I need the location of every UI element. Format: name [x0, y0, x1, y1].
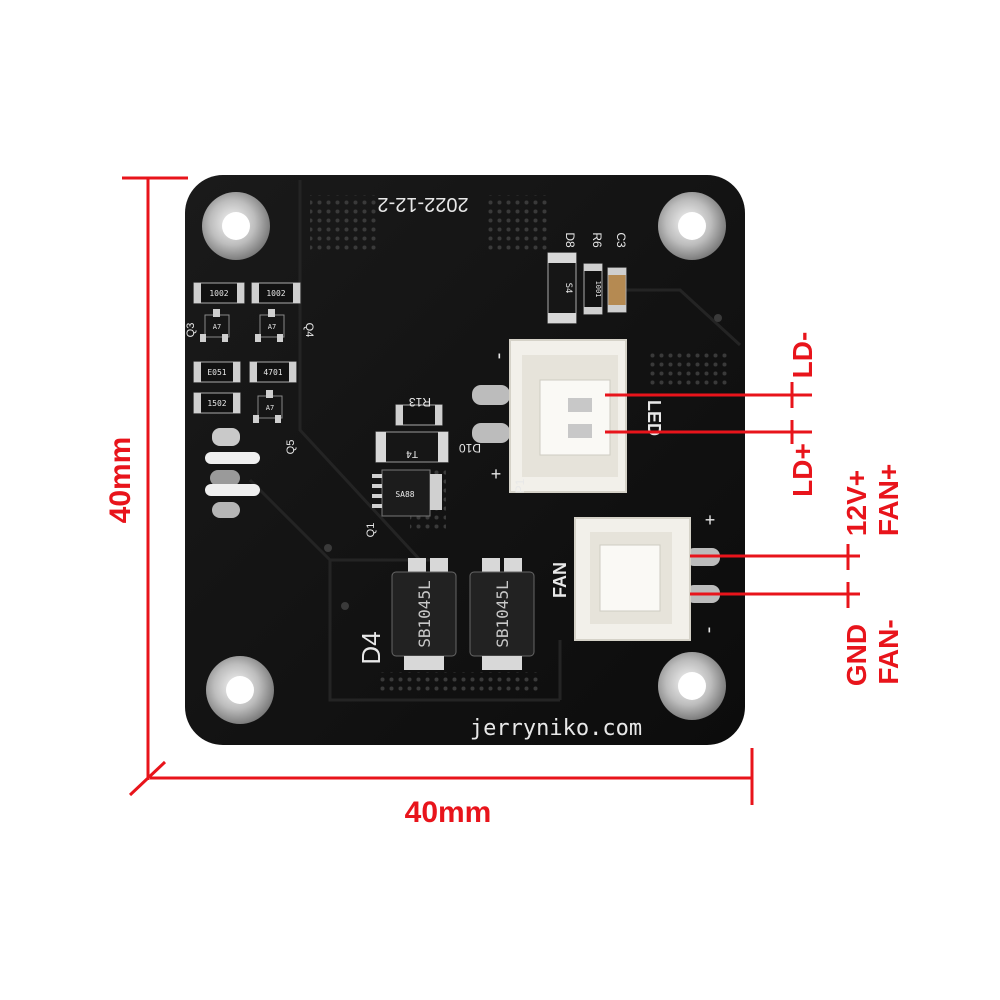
dimension-width: 40mm: [150, 748, 754, 829]
fan-minus-sign: -: [699, 627, 721, 634]
smd-resistor: 1002: [193, 282, 245, 304]
dimension-height: 40mm: [104, 176, 188, 797]
resistor-r13: R13: [395, 395, 443, 426]
schottky-diode-left: SB1045L: [391, 558, 457, 670]
svg-text:Q3: Q3: [185, 323, 197, 338]
smd-resistor: E051: [193, 361, 241, 383]
svg-text:SB1045L: SB1045L: [493, 580, 512, 647]
svg-text:1502: 1502: [207, 399, 226, 408]
led-minus-sign: -: [489, 353, 511, 360]
ld-plus-label: LD+: [787, 443, 818, 497]
svg-text:A7: A7: [268, 323, 276, 331]
fan-connector-label: FAN: [550, 562, 570, 598]
svg-text:T4: T4: [406, 448, 418, 459]
date-code: 2022-12-2: [377, 193, 468, 215]
pcb-board: 2022-12-2 1002 1002 A7 Q3 A7 Q4 E05: [185, 175, 745, 745]
diode-d10: T4 D10: [375, 431, 481, 463]
svg-text:Q1: Q1: [365, 523, 377, 538]
schottky-diode-right: SB1045L: [469, 558, 535, 670]
mounting-hole: [206, 656, 274, 724]
width-label: 40mm: [405, 796, 492, 829]
svg-text:D10: D10: [459, 441, 481, 455]
mosfet-q1: SA88 Q1: [365, 469, 442, 538]
transistor-q4: A7 Q4: [255, 309, 315, 342]
svg-text:1001: 1001: [594, 281, 602, 298]
d4-label: D4: [356, 631, 386, 664]
svg-text:4701: 4701: [263, 368, 282, 377]
transistor-q3: A7 Q3: [185, 309, 230, 342]
led-connector-label: LED: [644, 400, 664, 436]
ld-minus-label: LD-: [787, 332, 818, 379]
svg-text:1002: 1002: [266, 289, 285, 298]
svg-text:Q5: Q5: [285, 440, 297, 455]
capacitor-c3: C3: [607, 232, 628, 313]
fan-connector: FAN + -: [550, 510, 721, 641]
svg-text:SA88: SA88: [395, 490, 414, 499]
svg-text:Q4: Q4: [303, 323, 315, 338]
svg-text:S4: S4: [563, 283, 573, 294]
mounting-hole: [202, 192, 270, 260]
fan-plus-sign: +: [705, 510, 716, 530]
led-connector: LED - + P1: [472, 339, 664, 493]
svg-text:D8: D8: [563, 232, 577, 248]
svg-text:R13: R13: [409, 395, 431, 409]
svg-text:A7: A7: [213, 323, 221, 331]
mounting-hole: [658, 192, 726, 260]
fan-plus-label: FAN+: [873, 464, 904, 536]
resistor-r6: 1001 R6: [583, 232, 604, 315]
svg-text:C3: C3: [614, 232, 628, 248]
fan-minus-label: FAN-: [873, 619, 904, 684]
solder-pads: [205, 428, 260, 518]
p1-label: P1: [513, 478, 527, 493]
svg-text:1002: 1002: [209, 289, 228, 298]
v12-plus-label: 12V+: [841, 470, 872, 536]
svg-text:A7: A7: [266, 404, 274, 412]
mounting-hole: [658, 652, 726, 720]
svg-text:SB1045L: SB1045L: [415, 580, 434, 647]
transistor-q5: A7 Q5: [253, 390, 297, 454]
smd-resistor: 1002: [251, 282, 301, 304]
diode-d8: S4 D8: [547, 232, 577, 324]
svg-text:R6: R6: [590, 232, 604, 248]
smd-resistor: 1502: [193, 392, 241, 414]
led-plus-sign: +: [491, 464, 502, 484]
gnd-label: GND: [841, 624, 872, 686]
smd-resistor: 4701: [249, 361, 297, 383]
pin-callouts: [605, 382, 860, 608]
website-label: jerryniko.com: [470, 716, 642, 741]
svg-text:E051: E051: [207, 368, 226, 377]
height-label: 40mm: [104, 437, 137, 524]
